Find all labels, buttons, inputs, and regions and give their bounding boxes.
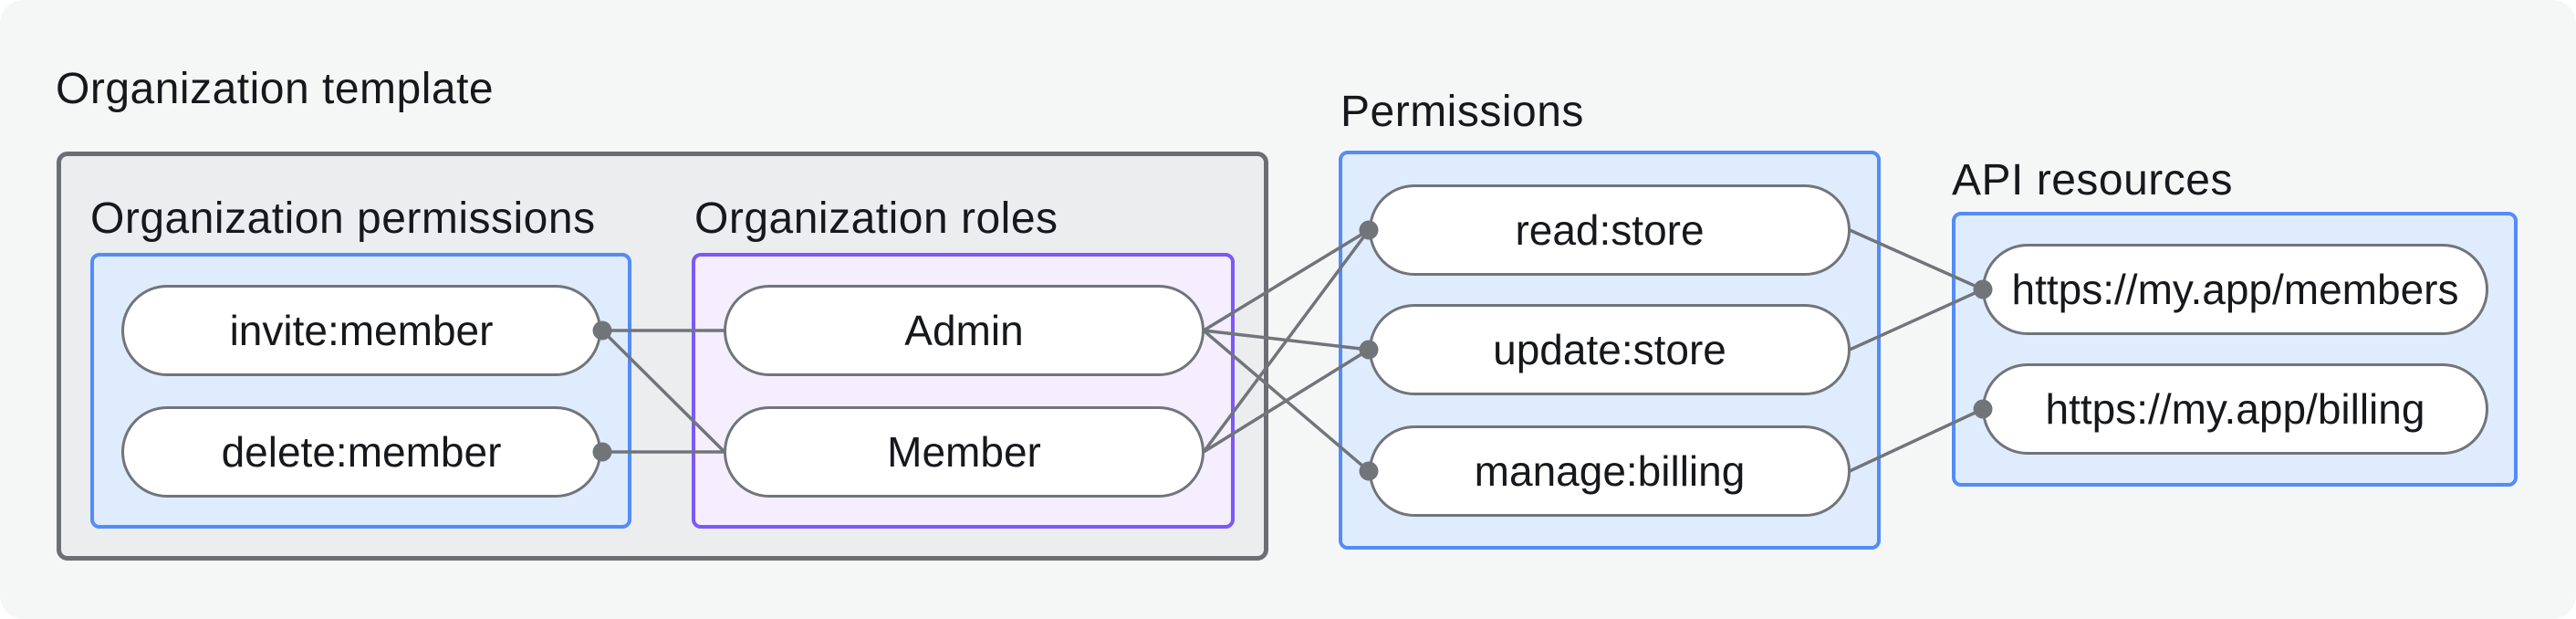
pill-billing-resource: https://my.app/billing	[1982, 363, 2488, 455]
api-resources-label: API resources	[1952, 156, 2233, 205]
organization-permissions-label: Organization permissions	[90, 194, 596, 243]
pill-admin-role: Admin	[724, 285, 1205, 376]
pill-read-store: read:store	[1369, 184, 1851, 276]
pill-update-store: update:store	[1369, 304, 1851, 395]
pill-delete-member: delete:member	[121, 406, 601, 498]
pill-invite-member: invite:member	[121, 285, 601, 376]
organization-roles-label: Organization roles	[694, 194, 1059, 243]
pill-members-resource: https://my.app/members	[1982, 244, 2488, 335]
pill-manage-billing: manage:billing	[1369, 425, 1851, 517]
permissions-label: Permissions	[1340, 88, 1584, 136]
organization-template-label: Organization template	[56, 65, 495, 113]
pill-member-role: Member	[724, 406, 1205, 498]
